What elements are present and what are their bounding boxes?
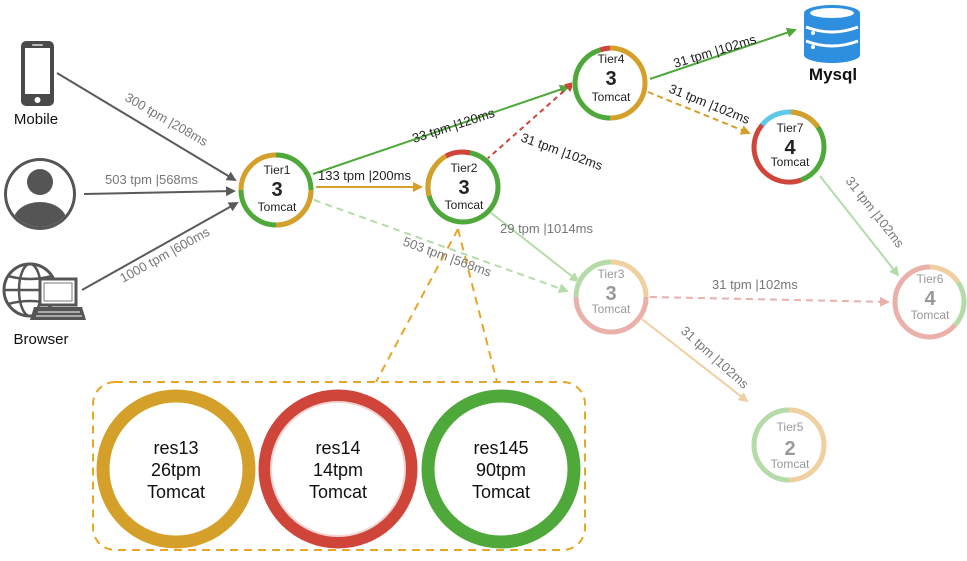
database-label: Mysql xyxy=(809,65,857,84)
database-icon[interactable] xyxy=(804,5,860,63)
tier6-name: Tier6 xyxy=(917,272,944,286)
tier-node-tier1[interactable] xyxy=(238,152,314,228)
tier5-count: 2 xyxy=(784,438,795,460)
edge-label-tier4-mysql: 31 tpm |102ms xyxy=(671,31,758,71)
edge-browser-tier1[interactable] xyxy=(81,202,239,291)
tier5-name: Tier5 xyxy=(777,420,804,434)
tier7-type: Tomcat xyxy=(771,155,810,169)
tier3-count: 3 xyxy=(605,283,616,305)
edge-label-tier1-tier2: 133 tpm |200ms xyxy=(318,168,411,183)
globe-computer-icon[interactable] xyxy=(2,262,86,320)
callout-connector-left xyxy=(375,228,459,383)
instance-res145-type: Tomcat xyxy=(472,482,530,502)
edge-tier1-tier3[interactable] xyxy=(313,199,569,293)
tier3-name: Tier3 xyxy=(598,267,625,281)
instance-res14-type: Tomcat xyxy=(309,482,367,502)
tier2-name: Tier2 xyxy=(451,161,478,175)
edge-tier2-tier3[interactable] xyxy=(489,211,580,283)
tier6-count: 4 xyxy=(924,288,936,310)
edge-tier4-mysql[interactable] xyxy=(649,27,797,80)
edge-label-tier2-tier4: 31 tpm |102ms xyxy=(519,130,605,174)
instance-res14-tpm: 14tpm xyxy=(313,460,363,480)
user-avatar-icon[interactable] xyxy=(4,158,76,242)
edge-label-tier3-tier6: 31 tpm |102ms xyxy=(712,277,798,292)
edge-label-tier1-tier4: 33 tpm |120ms xyxy=(410,105,497,146)
tier3-type: Tomcat xyxy=(592,302,631,316)
edge-mobile-tier1[interactable] xyxy=(56,72,237,182)
edge-label-browser-tier1: 1000 tpm |600ms xyxy=(117,224,212,286)
edge-user-tier1[interactable] xyxy=(83,186,236,197)
tier7-name: Tier7 xyxy=(777,121,804,135)
edge-tier3-tier6[interactable] xyxy=(649,296,890,307)
instance-res145[interactable] xyxy=(421,389,581,549)
tier2-type: Tomcat xyxy=(445,198,484,212)
instance-res13-tpm: 26tpm xyxy=(151,460,201,480)
client-label-browser: Browser xyxy=(13,331,68,348)
instance-res145-tpm: 90tpm xyxy=(476,460,526,480)
instance-res14[interactable] xyxy=(258,389,418,549)
tier-node-tier2[interactable] xyxy=(425,149,501,225)
tier-node-tier3[interactable] xyxy=(573,259,649,335)
tier1-count: 3 xyxy=(271,179,282,201)
edge-label-tier7-tier6: 31 tpm |102ms xyxy=(843,174,908,251)
edge-tier7-tier6[interactable] xyxy=(819,175,900,277)
tier7-count: 4 xyxy=(784,137,796,159)
edge-tier3-tier5[interactable] xyxy=(637,315,749,403)
callout-connector-right xyxy=(457,228,498,383)
mobile-phone-icon[interactable] xyxy=(21,41,54,106)
tier4-count: 3 xyxy=(605,68,616,90)
instance-res145-name: res145 xyxy=(473,438,528,458)
edge-label-tier3-tier5: 31 tpm |102ms xyxy=(678,323,752,392)
tier-node-tier6[interactable] xyxy=(892,264,967,340)
edge-tier2-tier4[interactable] xyxy=(485,81,575,161)
tier1-name: Tier1 xyxy=(264,163,291,177)
tier-node-tier7[interactable] xyxy=(751,109,827,185)
tier-node-tier5[interactable] xyxy=(751,407,827,483)
edge-tier1-tier4[interactable] xyxy=(312,84,570,175)
instance-res14-name: res14 xyxy=(315,438,360,458)
instance-res13[interactable] xyxy=(96,389,256,549)
tier4-type: Tomcat xyxy=(592,90,631,104)
edge-label-user-tier1: 503 tpm |568ms xyxy=(105,172,198,187)
tier5-type: Tomcat xyxy=(771,457,810,471)
edge-tier4-tier7[interactable] xyxy=(647,91,751,135)
edge-label-tier2-tier3: 29 tpm |1014ms xyxy=(500,221,593,236)
instance-res13-type: Tomcat xyxy=(147,482,205,502)
client-label-mobile: Mobile xyxy=(14,111,58,128)
tier1-type: Tomcat xyxy=(258,200,297,214)
instance-res13-name: res13 xyxy=(153,438,198,458)
tier6-type: Tomcat xyxy=(911,308,950,322)
edge-label-tier1-tier3: 503 tpm |568ms xyxy=(401,234,494,280)
tier-node-tier4[interactable] xyxy=(572,45,648,121)
tier2-count: 3 xyxy=(458,177,469,199)
tier4-name: Tier4 xyxy=(598,52,625,66)
